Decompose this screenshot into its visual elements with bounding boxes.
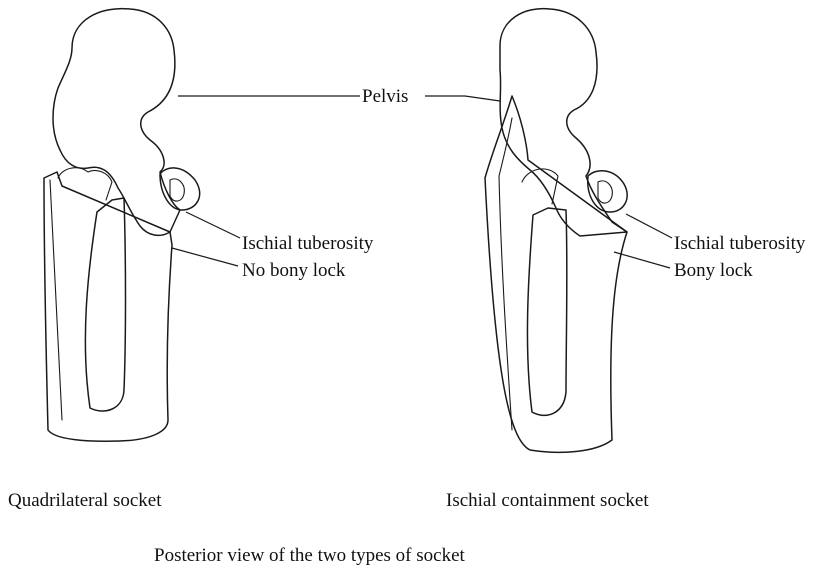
ischial-containment-ischial-inner <box>598 181 612 203</box>
quadrilateral-femur <box>85 198 125 411</box>
left-lock-leader <box>172 248 238 266</box>
quadrilateral-pelvis <box>53 9 180 236</box>
ischial-containment-socket-caption: Ischial containment socket <box>446 490 649 511</box>
right-ischial-leader <box>626 214 672 238</box>
figure-caption: Posterior view of the two types of socke… <box>154 545 466 566</box>
left-ischial-leader <box>186 212 240 238</box>
pelvis-label: Pelvis <box>362 86 408 107</box>
quadrilateral-socket-inner-wall <box>50 180 62 420</box>
quadrilateral-socket-caption: Quadrilateral socket <box>8 490 162 511</box>
bony-lock-label: Bony lock <box>674 260 753 281</box>
ischial-containment-socket-figure <box>485 9 627 453</box>
right-ischial-tuberosity-label: Ischial tuberosity <box>674 233 806 254</box>
no-bony-lock-label: No bony lock <box>242 260 346 281</box>
right-lock-leader <box>614 252 670 268</box>
ischial-containment-femur <box>527 208 566 415</box>
ischial-containment-socket-inner-wall <box>499 118 512 430</box>
ischial-containment-greater-trochanter <box>522 169 558 204</box>
quadrilateral-socket-shell <box>44 172 172 441</box>
left-ischial-tuberosity-label: Ischial tuberosity <box>242 233 374 254</box>
pelvis-leader-right <box>425 96 500 101</box>
quadrilateral-socket-figure <box>44 9 200 442</box>
ischial-containment-socket-shell <box>485 96 627 452</box>
quadrilateral-ischial-inner <box>170 179 184 201</box>
